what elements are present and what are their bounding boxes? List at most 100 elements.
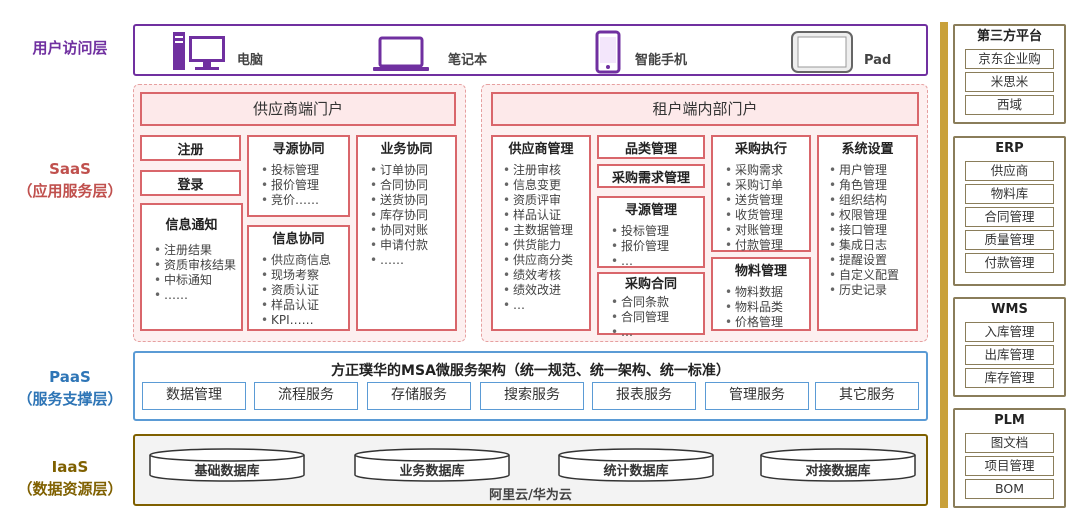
database-icon — [558, 448, 714, 482]
device-laptop-label: 笔记本 — [448, 53, 488, 68]
list-item: 绩效改进 — [503, 283, 589, 298]
database-icon — [760, 448, 916, 482]
list-item: … — [611, 254, 703, 269]
list-item: 合同协同 — [370, 178, 455, 193]
saas-label-line2: （应用服务层） — [17, 182, 123, 200]
ext-item: 付款管理 — [965, 253, 1054, 273]
database-label: 业务数据库 — [399, 464, 465, 479]
database-label: 基础数据库 — [194, 464, 260, 479]
list-item: 物料品类 — [725, 300, 809, 315]
list-item: 合同管理 — [611, 310, 703, 325]
device-pad-label: Pad — [864, 53, 892, 68]
list-item: 收货管理 — [725, 208, 809, 223]
list-item: 现场考察 — [261, 268, 348, 283]
service-search: 搜索服务 — [480, 382, 584, 410]
ext-item: 京东企业购 — [965, 49, 1054, 69]
ext-item: 质量管理 — [965, 230, 1054, 250]
cloud-label: 阿里云/华为云 — [489, 488, 572, 503]
paas-label-line2: （服务支撑层） — [17, 390, 123, 408]
supplier-mgmt-title: 供应商管理 — [508, 142, 574, 157]
wms-group: WMS 入库管理 出库管理 库存管理 — [953, 297, 1066, 397]
list-item: 供应商信息 — [261, 253, 348, 268]
list-item: 订单协同 — [370, 163, 455, 178]
list-item: 采购需求 — [725, 163, 809, 178]
service-process: 流程服务 — [254, 382, 358, 410]
sourcing-collab-card: 寻源协同 投标管理 报价管理 竞价…… — [247, 135, 350, 217]
saas-layer-label: SaaS （应用服务层） — [10, 158, 130, 202]
plm-group: PLM 图文档 项目管理 BOM — [953, 408, 1066, 508]
device-pad: Pad — [790, 26, 891, 74]
service-storage: 存储服务 — [367, 382, 471, 410]
ext-item: 项目管理 — [965, 456, 1054, 476]
notice-title: 信息通知 — [165, 218, 218, 233]
list-item: 资质认证 — [261, 283, 348, 298]
category-mgmt-card: 品类管理 — [597, 135, 705, 159]
integration-bar — [940, 22, 948, 508]
list-item: 供货能力 — [503, 238, 589, 253]
list-item: 竞价…… — [261, 193, 348, 208]
list-item: KPI…… — [261, 313, 348, 328]
supplier-mgmt-card: 供应商管理 注册审核 信息变更 资质评审 样品认证 主数据管理 供货能力 供应商… — [491, 135, 591, 331]
list-item: 用户管理 — [829, 163, 916, 178]
register-card: 注册 — [140, 135, 241, 161]
list-item: 价格管理 — [725, 315, 809, 330]
system-settings-card: 系统设置 用户管理 角色管理 组织结构 权限管理 接口管理 集成日志 提醒设置 … — [817, 135, 918, 331]
list-item: 注册结果 — [154, 243, 241, 258]
database-integration: 对接数据库 — [760, 448, 916, 482]
ext-item: 供应商 — [965, 161, 1054, 181]
ext-item: 米思米 — [965, 72, 1054, 92]
list-item: 资质评审 — [503, 193, 589, 208]
list-item: 采购订单 — [725, 178, 809, 193]
paas-layer-label: PaaS （服务支撑层） — [10, 366, 130, 410]
paas-title: 方正璞华的MSA微服务架构（统一规范、统一架构、统一标准） — [331, 363, 730, 379]
third-party-title: 第三方平台 — [976, 29, 1042, 44]
third-party-platform-group: 第三方平台 京东企业购 米思米 西域 — [953, 24, 1066, 124]
info-collab-card: 信息协同 供应商信息 现场考察 资质认证 样品认证 KPI…… — [247, 225, 350, 331]
list-item: 自定义配置 — [829, 268, 916, 283]
list-item: 库存协同 — [370, 208, 455, 223]
list-item: 报价管理 — [261, 178, 348, 193]
ext-item: 入库管理 — [965, 322, 1054, 342]
ext-item: BOM — [965, 479, 1054, 499]
list-item: 送货协同 — [370, 193, 455, 208]
material-card: 物料管理 物料数据 物料品类 价格管理 — [711, 257, 811, 331]
database-label: 对接数据库 — [805, 464, 871, 479]
supplier-portal-title: 供应商端门户 — [140, 92, 456, 126]
wms-title: WMS — [991, 302, 1028, 317]
demand-mgmt-card: 采购需求管理 — [597, 164, 705, 188]
list-item: 报价管理 — [611, 239, 703, 254]
device-desktop: 电脑 — [171, 26, 263, 74]
smartphone-icon — [595, 30, 621, 74]
device-desktop-label: 电脑 — [237, 53, 264, 68]
sourcing-collab-title: 寻源协同 — [272, 142, 325, 157]
business-collab-card: 业务协同 订单协同 合同协同 送货协同 库存协同 协同对账 申请付款 …… — [356, 135, 457, 331]
list-item: 主数据管理 — [503, 223, 589, 238]
database-label: 统计数据库 — [603, 464, 669, 479]
database-icon — [149, 448, 305, 482]
saas-label-line1: SaaS — [49, 160, 91, 178]
user-layer-label: 用户访问层 — [32, 39, 108, 57]
material-title: 物料管理 — [734, 264, 787, 279]
system-settings-title: 系统设置 — [841, 142, 894, 157]
erp-title: ERP — [995, 141, 1024, 156]
list-item: 资质审核结果 — [154, 258, 241, 273]
notice-card: 信息通知 注册结果 资质审核结果 中标通知 …… — [140, 203, 243, 331]
ext-item: 库存管理 — [965, 368, 1054, 388]
info-collab-title: 信息协同 — [272, 232, 325, 247]
ext-item: 合同管理 — [965, 207, 1054, 227]
list-item: 合同条款 — [611, 295, 703, 310]
list-item: 对账管理 — [725, 223, 809, 238]
list-item: 权限管理 — [829, 208, 916, 223]
list-item: 供应商分类 — [503, 253, 589, 268]
list-item: 中标通知 — [154, 273, 241, 288]
erp-group: ERP 供应商 物料库 合同管理 质量管理 付款管理 — [953, 136, 1066, 286]
device-laptop: 笔记本 — [372, 26, 487, 74]
service-other: 其它服务 — [815, 382, 919, 410]
list-item: 集成日志 — [829, 238, 916, 253]
ext-item: 图文档 — [965, 433, 1054, 453]
database-base: 基础数据库 — [149, 448, 305, 482]
tenant-portal-title: 租户端内部门户 — [491, 92, 919, 126]
list-item: 投标管理 — [261, 163, 348, 178]
iaas-label-line1: IaaS — [51, 458, 89, 476]
laptop-icon — [373, 36, 429, 71]
